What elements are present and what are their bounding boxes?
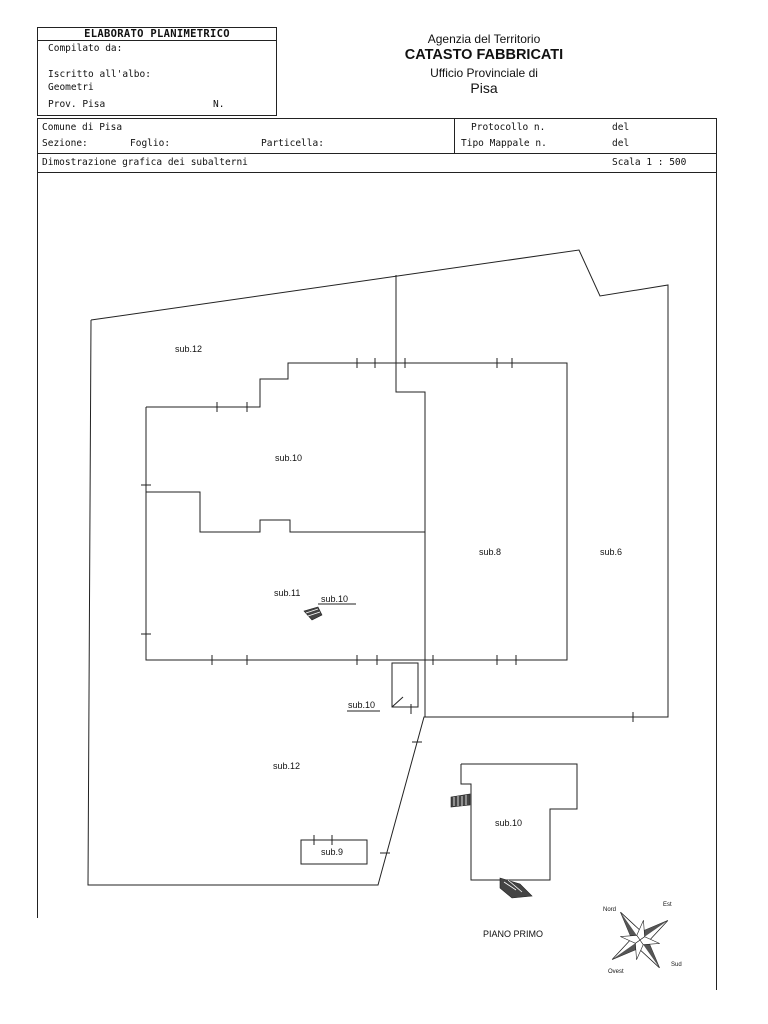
label-sub9: sub.9 [321, 847, 343, 857]
province-label: Prov. Pisa [48, 99, 106, 110]
label-sub10-annex: sub.10 [495, 818, 522, 828]
header-left-box [37, 27, 277, 116]
compass-rose-icon [611, 911, 669, 969]
stair-symbol-annex-left [450, 793, 471, 808]
agency-provincial-office: Ufficio Provinciale di [430, 66, 538, 80]
header-title: ELABORATO PLANIMETRICO [84, 28, 230, 40]
main-building-outline [145, 362, 568, 661]
sezione-label: Sezione: [42, 138, 88, 149]
label-sub6-right: sub.6 [600, 547, 622, 557]
label-sub8-left: sub.8 [479, 547, 501, 557]
header-title-underline [37, 40, 277, 41]
sub10-sub11-partition [146, 491, 425, 533]
number-label: N. [213, 99, 225, 110]
label-sub12-top: sub.12 [175, 344, 202, 354]
compass-south: Sud [671, 962, 682, 968]
frame-left-edge [37, 173, 38, 918]
drawing-description: Dimostrazione grafica dei subalterni [42, 157, 248, 168]
agency-city: Pisa [470, 80, 498, 96]
label-sub11: sub.11 [274, 588, 300, 598]
tipo-mappale-date-label: del [612, 138, 630, 149]
label-sub12-bottom: sub.12 [273, 761, 300, 771]
protocollo-date-label: del [612, 122, 630, 133]
registered-label: Iscritto all'albo: [48, 69, 151, 80]
stair-symbol-annex-bottom [499, 877, 533, 899]
floor-name: PIANO PRIMO [483, 929, 543, 939]
agency-office: CATASTO FABBRICATI [404, 47, 564, 63]
annex-outline [460, 763, 578, 881]
info-column-divider [454, 118, 455, 153]
internal-divider-line [395, 275, 426, 717]
agency-name: Agenzia del Territorio [427, 32, 541, 46]
outer-plot-boundary [87, 249, 669, 886]
tipo-mappale-label: Tipo Mappale n. [461, 138, 547, 149]
label-sub10-small: sub.10 [348, 700, 375, 710]
protocollo-label: Protocollo n. [471, 122, 546, 133]
info-row-divider [37, 153, 717, 154]
info-table [37, 118, 717, 173]
compiled-by-label: Compilato da: [48, 43, 123, 54]
label-sub10-main: sub.10 [275, 453, 302, 463]
frame-right-edge [716, 173, 717, 990]
drawing-scale: Scala 1 : 500 [612, 157, 687, 168]
small-box-sub10 [391, 662, 419, 708]
foglio-label: Foglio: [130, 138, 171, 149]
compass-west: Ovest [608, 969, 624, 975]
profession-value: Geometri [48, 82, 94, 93]
compass-north: Nord [603, 907, 616, 913]
label-sub10-stair: sub.10 [321, 594, 348, 604]
comune-label: Comune di Pisa [42, 122, 123, 133]
compass-east: Est [663, 902, 672, 908]
particella-label: Particella: [261, 138, 324, 149]
sub9-box [300, 839, 368, 865]
stair-symbol-main [303, 606, 323, 621]
